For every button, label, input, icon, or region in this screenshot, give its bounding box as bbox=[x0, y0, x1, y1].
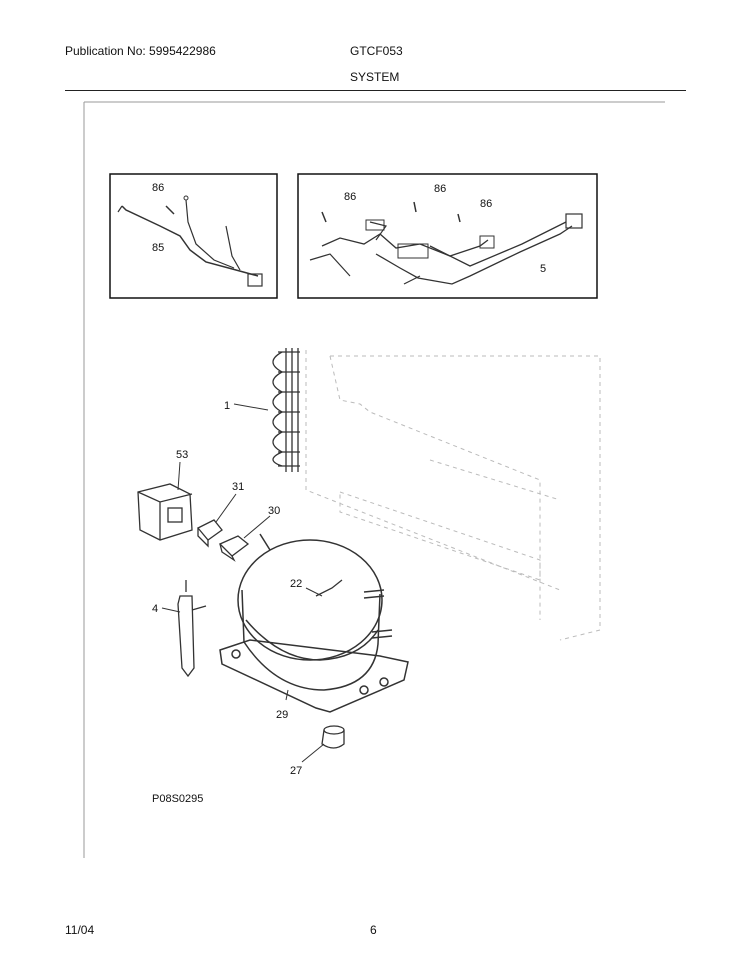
leader-22 bbox=[305, 587, 323, 597]
header-rule bbox=[65, 90, 686, 91]
compressor bbox=[219, 533, 409, 713]
model-number: GTCF053 bbox=[350, 44, 403, 58]
part-label-22: 22 bbox=[290, 578, 302, 590]
leader-4 bbox=[161, 607, 181, 613]
part-label-29: 29 bbox=[276, 709, 288, 721]
publication-number: Publication No: 5995422986 bbox=[65, 44, 216, 58]
part-label-1: 1 bbox=[224, 400, 230, 412]
leader-1 bbox=[233, 403, 269, 411]
cabinet-outline bbox=[305, 350, 601, 641]
relay bbox=[196, 519, 223, 548]
grommet bbox=[321, 725, 345, 749]
part-label-27: 27 bbox=[290, 765, 302, 777]
inset-wire-harness-right bbox=[297, 173, 598, 299]
page-number: 6 bbox=[370, 923, 377, 937]
leader-53 bbox=[177, 461, 181, 491]
overload bbox=[218, 535, 250, 562]
part-label-4: 4 bbox=[152, 603, 158, 615]
part-label-53: 53 bbox=[176, 449, 188, 461]
relay-cover bbox=[137, 483, 193, 541]
part-label-86-d: 86 bbox=[480, 198, 492, 210]
clip bbox=[315, 579, 343, 597]
leader-29 bbox=[285, 689, 289, 701]
part-label-86-b: 86 bbox=[344, 191, 356, 203]
section-title: SYSTEM bbox=[350, 70, 400, 84]
leader-27 bbox=[301, 743, 325, 763]
condenser-coil bbox=[272, 348, 300, 472]
leader-30 bbox=[243, 515, 271, 539]
part-label-86-c: 86 bbox=[434, 183, 446, 195]
figure-code: P08S0295 bbox=[152, 793, 203, 805]
part-label-30: 30 bbox=[268, 505, 280, 517]
part-label-31: 31 bbox=[232, 481, 244, 493]
part-label-86-a: 86 bbox=[152, 182, 164, 194]
drier bbox=[177, 580, 207, 678]
part-label-5: 5 bbox=[540, 263, 546, 275]
part-label-85: 85 bbox=[152, 242, 164, 254]
leader-31 bbox=[215, 493, 237, 523]
inset-wire-harness-left bbox=[109, 173, 278, 299]
footer-date: 11/04 bbox=[65, 923, 95, 937]
